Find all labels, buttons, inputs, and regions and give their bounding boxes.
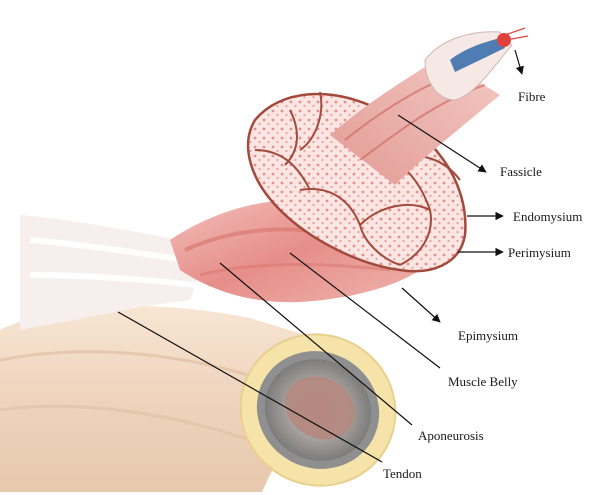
- label-endomysium: Endomysium: [513, 209, 582, 224]
- label-muscle-belly: Muscle Belly: [448, 374, 518, 389]
- leader-lines: [117, 49, 524, 463]
- label-epimysium: Epimysium: [458, 328, 518, 343]
- fassicle-leader: [397, 114, 487, 173]
- aponeurosis-region: [20, 215, 210, 330]
- label-aponeurosis: Aponeurosis: [418, 428, 484, 443]
- tendon-leader: [117, 311, 383, 463]
- fibre: [424, 27, 529, 101]
- label-tendon: Tendon: [383, 466, 422, 481]
- muscle-belly-leader: [289, 252, 441, 369]
- fibre-leader: [514, 49, 524, 75]
- labels: Fibre Fassicle Endomysium Perimysium Epi…: [383, 89, 582, 481]
- label-fassicle: Fassicle: [500, 164, 542, 179]
- label-fibre: Fibre: [518, 89, 546, 104]
- aponeurosis-leader: [219, 262, 413, 426]
- epimysium-leader: [401, 287, 441, 323]
- label-perimysium: Perimysium: [508, 245, 571, 260]
